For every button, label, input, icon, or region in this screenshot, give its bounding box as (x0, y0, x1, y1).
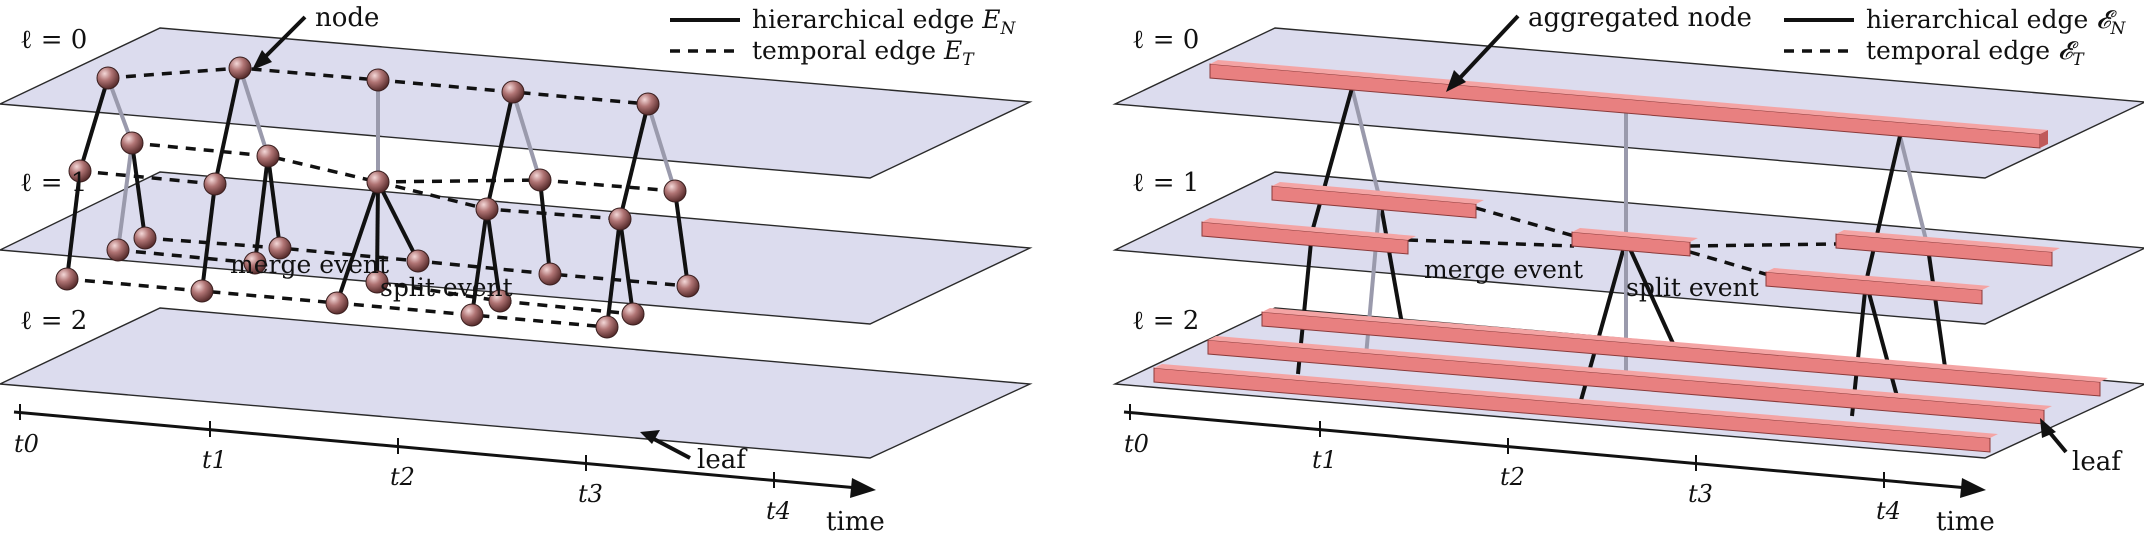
node (55, 267, 79, 291)
node (488, 289, 512, 313)
node (538, 262, 562, 286)
leaf-callout-arrow (651, 436, 691, 460)
level-label-0: ℓ = 0 (1132, 25, 1199, 55)
aggregated-node-callout-arrowhead (1446, 70, 1466, 92)
legend-temp-label: temporal edge 𝓔T (1866, 36, 2085, 70)
tick-t2: t2 (390, 463, 415, 491)
tick-t1: t1 (1312, 446, 1337, 474)
level-label-1: ℓ = 1 (1132, 168, 1199, 198)
tick-t0: t0 (14, 430, 39, 458)
leaf-callout-label: leaf (697, 445, 748, 475)
level-label-2: ℓ = 2 (20, 306, 87, 336)
legend-hier-label: hierarchical edge 𝓔N (1866, 5, 2127, 39)
node (608, 207, 632, 231)
time-axis-label: time (1936, 507, 1995, 536)
node (190, 279, 214, 303)
time-axis-label: time (826, 507, 885, 536)
tick-t3: t3 (1688, 480, 1713, 508)
leaf-callout-arrowhead (640, 430, 660, 444)
aggregated-node (1571, 231, 1691, 257)
leaf-callout-label: leaf (2072, 447, 2123, 477)
node (228, 56, 252, 80)
node (460, 303, 484, 327)
merge-event-label: merge event (1424, 255, 1583, 284)
node (528, 168, 552, 192)
temporal-edges (1407, 206, 1837, 278)
level-label-0: ℓ = 0 (20, 25, 87, 55)
time-axis-arrowhead (1960, 478, 1986, 498)
node (406, 249, 430, 273)
node (203, 172, 227, 196)
node (636, 92, 660, 116)
tick-t3: t3 (578, 480, 603, 508)
plane-level-2 (0, 307, 1033, 459)
aggregated-bars (1153, 60, 2108, 453)
tick-t1: t1 (202, 446, 227, 474)
hierarchical-edges (65, 67, 690, 328)
tick-t4: t4 (766, 497, 791, 525)
aggregated-node-callout-arrow (1456, 14, 1520, 82)
node (256, 144, 280, 168)
node (663, 179, 687, 203)
left-panel: ℓ = 0 ℓ = 1 ℓ = 2 merge event split even… (0, 3, 1033, 536)
legend-hier-label: hierarchical edge EN (752, 5, 1016, 39)
tick-t4: t4 (1876, 497, 1901, 525)
tick-t2: t2 (1500, 463, 1525, 491)
split-event-label: split event (380, 273, 513, 302)
level-label-1: ℓ = 1 (20, 168, 87, 198)
node (621, 302, 645, 326)
node-callout-arrow (260, 15, 307, 62)
node (325, 291, 349, 315)
plane-level-1 (0, 171, 1033, 325)
node (595, 315, 619, 339)
split-event-label: split event (1626, 273, 1759, 302)
merge-event-label: merge event (230, 250, 389, 279)
tick-t0: t0 (1124, 430, 1149, 458)
level-label-2: ℓ = 2 (1132, 306, 1199, 336)
time-axis (1123, 410, 1969, 490)
node (366, 68, 390, 92)
node (96, 66, 120, 90)
right-panel: ℓ = 0 ℓ = 1 ℓ = 2 merge event split even… (1112, 3, 2144, 536)
node (106, 238, 130, 262)
node (243, 251, 267, 275)
node (676, 274, 700, 298)
node (475, 197, 499, 221)
time-axis-arrowhead (850, 478, 876, 498)
node (501, 80, 525, 104)
node-callout-label: node (315, 3, 379, 33)
nodes (55, 56, 700, 339)
node (365, 270, 389, 294)
node (366, 170, 390, 194)
node-callout-arrowhead (252, 50, 272, 70)
node (68, 159, 92, 183)
node (268, 236, 292, 260)
node (133, 226, 157, 250)
legend-temp-label: temporal edge ET (752, 36, 975, 70)
time-axis (13, 410, 859, 490)
aggregated-node-callout-label: aggregated node (1528, 3, 1752, 33)
node (120, 131, 144, 155)
leaf-callout-arrowhead (2040, 418, 2056, 438)
